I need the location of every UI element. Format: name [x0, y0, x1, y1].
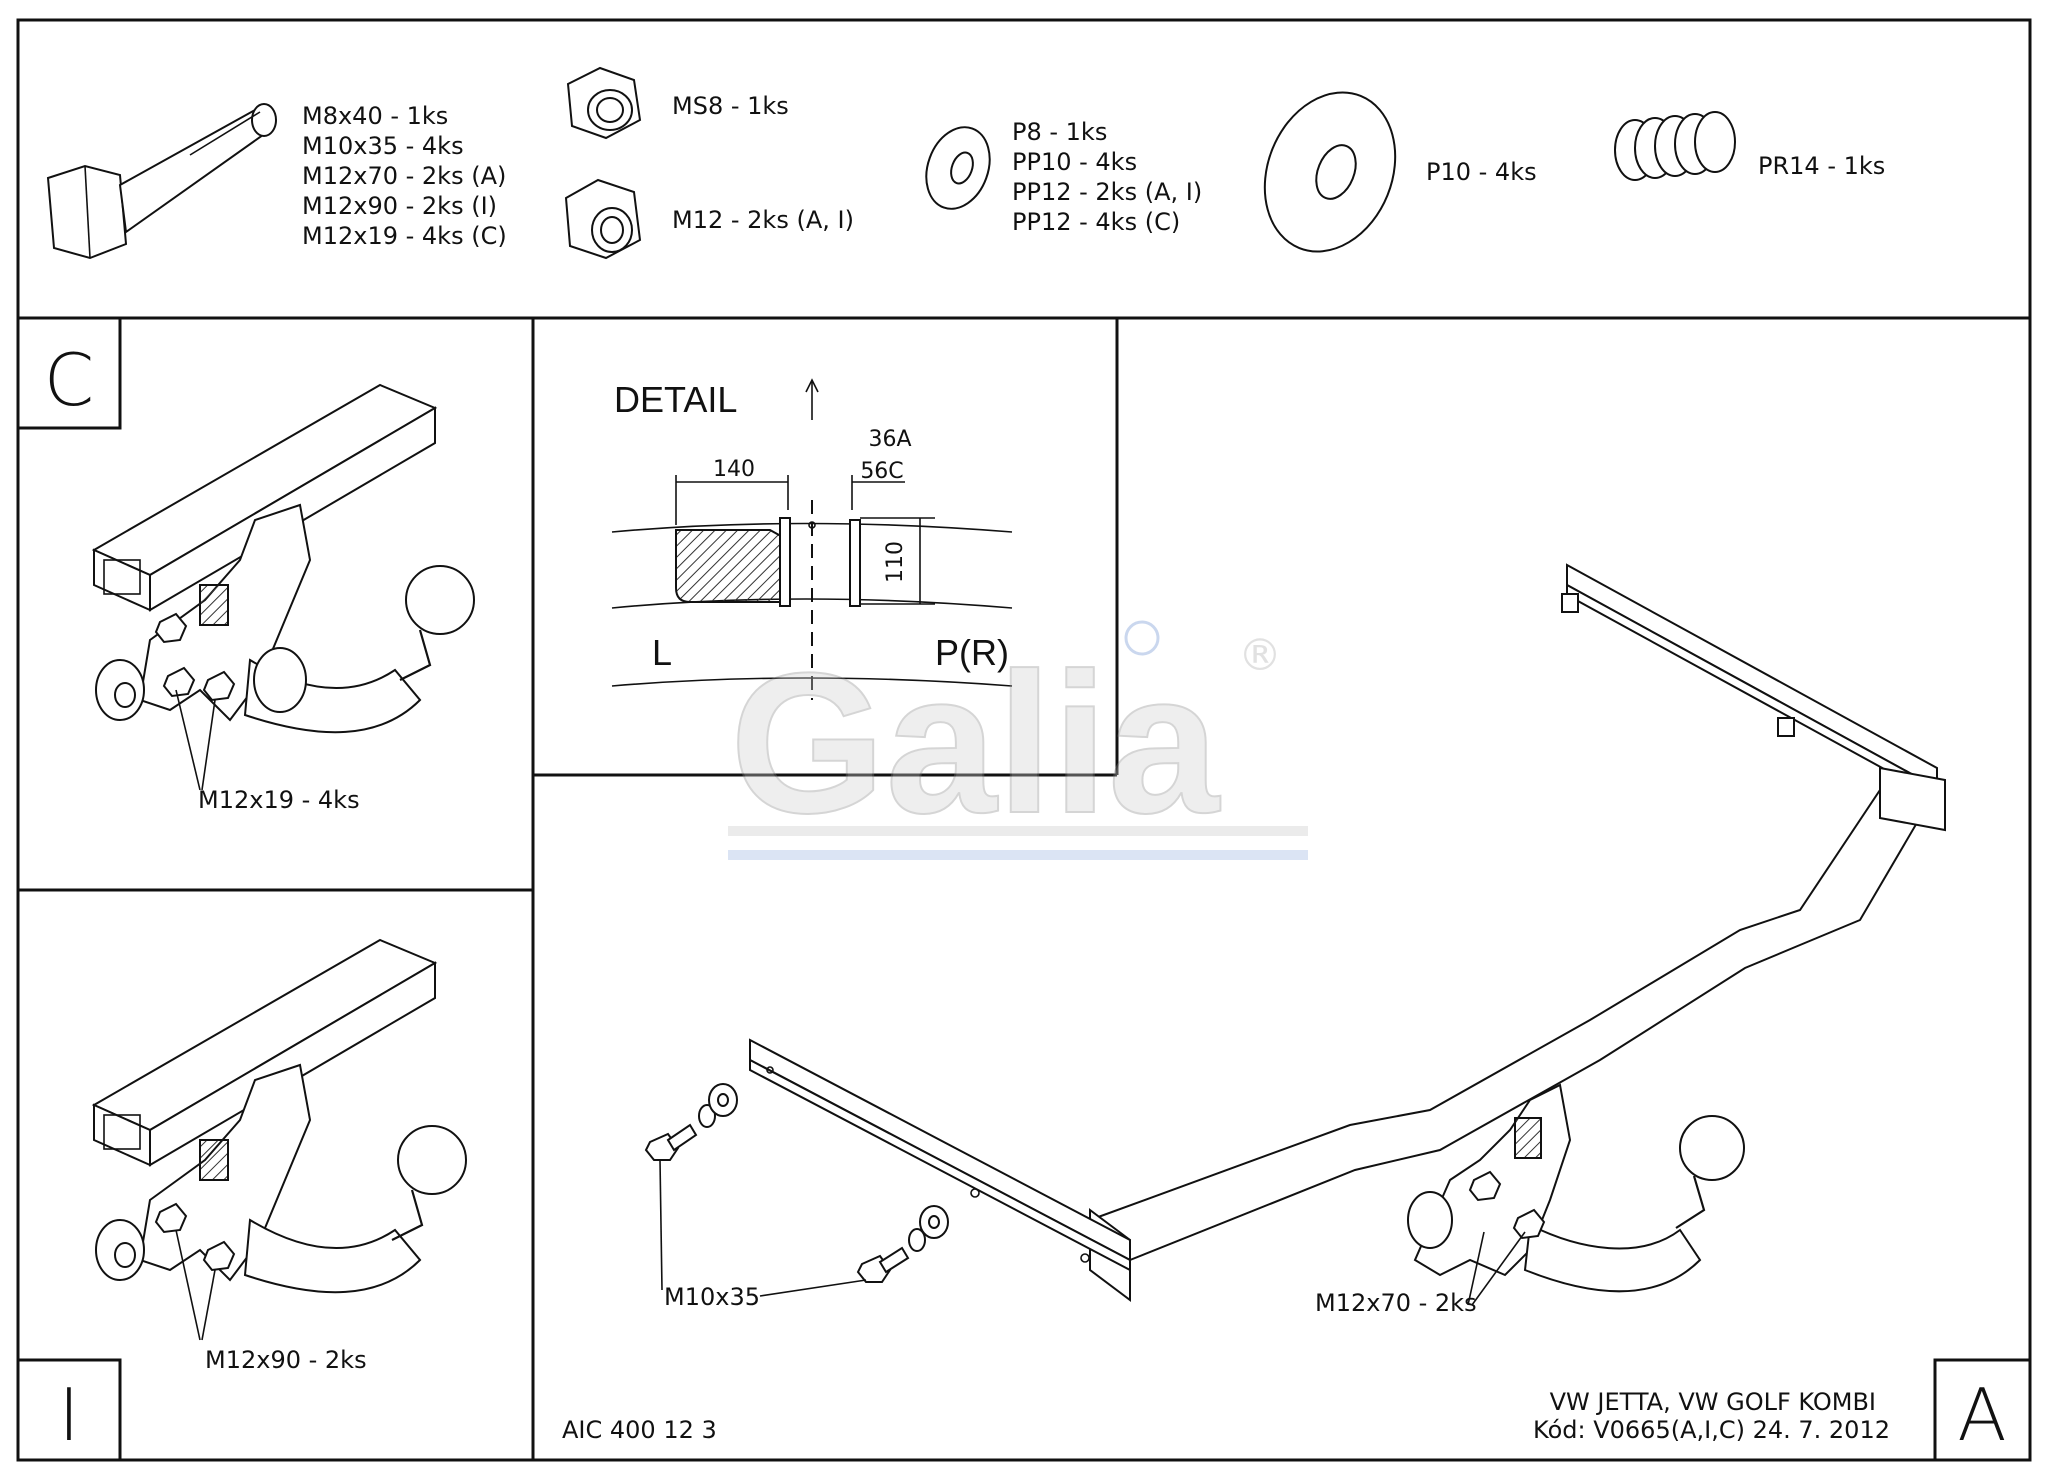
- spring-icon: [1614, 111, 1736, 181]
- washer-label-1: PP10 - 4ks: [1012, 148, 1137, 176]
- main-towbar: M12x70 - 2ks M10x35: [644, 563, 1946, 1317]
- panel-c-letter-box: [16, 316, 122, 430]
- washer-large-label: P10 - 4ks: [1426, 158, 1537, 186]
- tow-ball-arm: [243, 565, 475, 734]
- bumper-profile: [611, 500, 1013, 700]
- mounting-bracket: [95, 503, 312, 722]
- vehicle-model: VW JETTA, VW GOLF KOMBI: [1550, 1388, 1876, 1416]
- small-washer-labels: P8 - 1ks PP10 - 4ks PP12 - 2ks (A, I) PP…: [1012, 118, 1202, 236]
- dim-line-height: [860, 517, 935, 605]
- bolt-set-lower: [856, 1205, 949, 1283]
- bolts-a: [1468, 1170, 1546, 1240]
- detail-code-top: 36A: [868, 427, 911, 452]
- detail-dim-height: 110: [883, 541, 908, 583]
- nut-ms8-label: MS8 - 1ks: [672, 92, 789, 120]
- panel-i-letter: I: [58, 1373, 79, 1457]
- bolt-label-1: M10x35 - 4ks: [302, 132, 464, 160]
- tow-ball-arm-a: [1523, 1115, 1745, 1293]
- detail-left-label: L: [652, 632, 672, 673]
- tow-ball-arm-i: [243, 1125, 467, 1294]
- large-washer-icon: [1263, 91, 1397, 253]
- detail-panel: DETAIL 36A 56C 140: [611, 378, 1013, 700]
- cutout-hatch: [675, 529, 789, 603]
- washer-label-0: P8 - 1ks: [1012, 118, 1107, 146]
- small-washer-icon: [925, 126, 991, 210]
- bolts-i: [154, 1202, 236, 1272]
- bolt-label-4: M12x19 - 4ks (C): [302, 222, 507, 250]
- main-callout-right: M12x70 - 2ks: [1315, 1289, 1477, 1317]
- detail-title: DETAIL: [614, 379, 737, 420]
- drawing-number: AIC 400 12 3: [562, 1416, 717, 1444]
- bolt-set-upper: [644, 1083, 738, 1161]
- watermark-registered: ®: [1238, 630, 1282, 681]
- main-callout-left: M10x35: [664, 1283, 760, 1311]
- detail-right-label: P(R): [935, 632, 1009, 673]
- bolts-c: [154, 612, 236, 702]
- tow-ball: [405, 565, 475, 635]
- washer-label-3: PP12 - 4ks (C): [1012, 208, 1180, 236]
- spring-label: PR14 - 1ks: [1758, 152, 1885, 180]
- left-side-plate: [749, 1038, 1131, 1272]
- nut-m12-icon: [564, 178, 642, 260]
- panel-a-letter-box: [1933, 1358, 2032, 1462]
- nut-m12-label: M12 - 2ks (A, I): [672, 206, 854, 234]
- panel-c-callout: M12x19 - 4ks: [198, 786, 360, 814]
- tow-ball-i: [397, 1125, 467, 1195]
- crossbar-tube-i: [91, 938, 438, 1167]
- panel-c: C M12x19 - 4ks: [16, 316, 475, 814]
- panel-i-letter-box: [16, 1358, 122, 1462]
- detail-code-bottom: 56C: [860, 459, 903, 484]
- panel-i-callout: M12x90 - 2ks: [205, 1346, 367, 1374]
- detail-dim-width: 140: [713, 457, 755, 482]
- dim-line-width: [675, 475, 905, 525]
- panel-a-letter: A: [1957, 1373, 2006, 1457]
- locknut-icon: [566, 66, 642, 140]
- code-date: Kód: V0665(A,I,C) 24. 7. 2012: [1533, 1416, 1890, 1444]
- galia-logo: Galia ®: [728, 620, 1308, 860]
- bolt-icon: [46, 103, 277, 260]
- watermark-text: Galia: [730, 632, 1221, 855]
- right-side-plate: [1561, 563, 1938, 800]
- panel-c-letter: C: [44, 338, 94, 422]
- bolt-label-2: M12x70 - 2ks (A): [302, 162, 506, 190]
- washer-label-2: PP12 - 2ks (A, I): [1012, 178, 1202, 206]
- bolt-label-3: M12x90 - 2ks (I): [302, 192, 497, 220]
- bolt-label-0: M8x40 - 1ks: [302, 102, 448, 130]
- drawing-frame: [16, 18, 2032, 1462]
- tow-ball-a: [1679, 1115, 1745, 1181]
- panel-i: I M12x90 - 2ks: [16, 938, 467, 1462]
- bolt-labels: M8x40 - 1ks M10x35 - 4ks M12x70 - 2ks (A…: [302, 102, 507, 250]
- up-arrow-icon: [805, 378, 819, 420]
- title-block: AIC 400 12 3 VW JETTA, VW GOLF KOMBI Kód…: [562, 1358, 2032, 1462]
